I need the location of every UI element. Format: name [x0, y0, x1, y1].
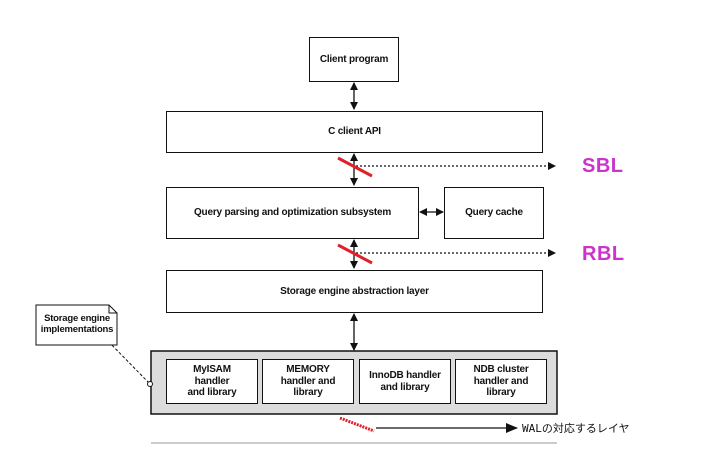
storage-abstraction-box: Storage engine abstraction layer: [166, 270, 543, 313]
client-program-box: Client program: [309, 37, 399, 82]
memory-box: MEMORY handler and library: [262, 359, 354, 404]
wal-label: WALの対応するレイヤ: [522, 422, 630, 435]
note-box-outline: [35, 304, 118, 346]
rbl-cut-mark: [337, 243, 373, 265]
wal-cut-mark: [339, 416, 375, 433]
sbl-label: SBL: [582, 155, 624, 177]
note-connector-end: [147, 381, 153, 387]
storage-engine-note: Storage engine implementations: [40, 313, 114, 335]
innodb-box: InnoDB handler and library: [359, 359, 451, 404]
note-connector: [104, 337, 151, 385]
sbl-cut-mark: [337, 156, 373, 178]
query-parsing-box: Query parsing and optimization subsystem: [166, 187, 419, 239]
rbl-label: RBL: [582, 243, 625, 265]
myisam-box: MyISAM handler and library: [166, 359, 258, 404]
note-fold: [108, 305, 117, 314]
ndb-box: NDB cluster handler and library: [455, 359, 547, 404]
query-cache-box: Query cache: [444, 187, 544, 239]
c-client-api-box: C client API: [166, 111, 543, 153]
